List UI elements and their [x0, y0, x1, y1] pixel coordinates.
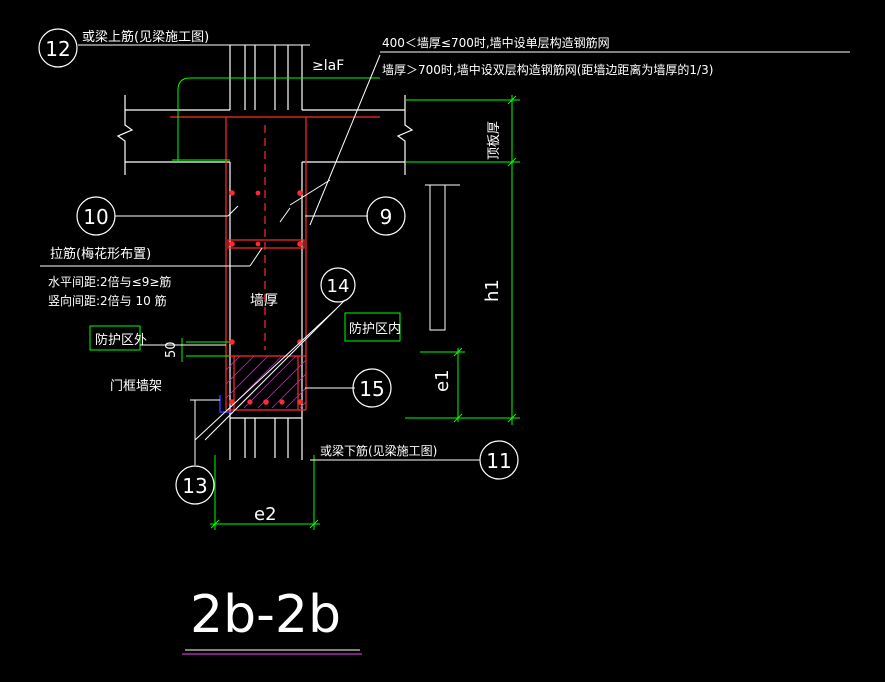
- rebar: [170, 116, 380, 411]
- leaders: [40, 44, 850, 651]
- wall-thickness-label: 墙厚: [250, 293, 278, 309]
- callout-13: 13: [182, 474, 207, 498]
- section-title: 2b-2b: [190, 585, 341, 645]
- protect-inside-label: 防护区内: [349, 321, 401, 337]
- callout-15: 15: [359, 377, 384, 401]
- tie-bar-label: 拉筋(梅花形布置): [50, 246, 151, 262]
- slab-thickness-label: 顶板厚: [487, 121, 502, 160]
- dimensions: [89, 77, 520, 530]
- horizontal-spacing: 水平间距:2倍与≤9≥筋: [48, 274, 171, 289]
- dim-h1: h1: [482, 279, 503, 302]
- lower-beam-label: 或梁下筋(见梁施工图): [320, 443, 437, 458]
- dim-e1: e1: [432, 369, 453, 392]
- vertical-spacing: 竖向间距:2倍与 10 筋: [48, 293, 167, 308]
- protect-outside-label: 防护区外: [95, 332, 147, 348]
- callout-circles: [38, 28, 519, 505]
- dim-50: 50: [164, 341, 179, 358]
- callout-11: 11: [486, 449, 511, 473]
- side-bar: [425, 184, 460, 331]
- note-double-layer: 墙厚＞700时,墙中设双层构造钢筋网(距墙边距离为墙厚的1/3): [382, 62, 713, 77]
- note-single-layer: 400＜墙厚≤700时,墙中设单层构造钢筋网: [382, 35, 610, 50]
- dim-e2: e2: [254, 504, 277, 525]
- callout-10: 10: [83, 205, 108, 229]
- upper-beam-label: 或梁上筋(见梁施工图): [82, 29, 209, 45]
- callout-14: 14: [327, 276, 350, 297]
- callout-12: 12: [45, 37, 70, 61]
- door-frame: [219, 395, 232, 413]
- anchor-length: ≥laF: [312, 58, 344, 74]
- callout-9: 9: [380, 205, 393, 229]
- door-frame-label: 门框墙架: [110, 379, 162, 394]
